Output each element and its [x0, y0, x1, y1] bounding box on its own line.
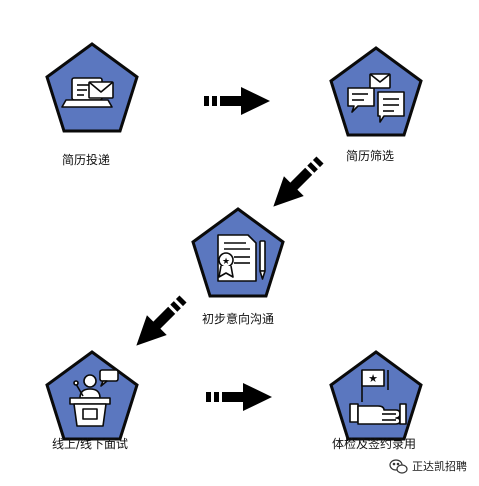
svg-text:★: ★ — [222, 257, 230, 267]
step-label: 线上/线下面试 — [52, 436, 128, 451]
step-medical-and-signing: ★ 体检及签约录用 — [329, 350, 423, 451]
pentagon-shape — [329, 350, 423, 441]
certificate-pen-icon: ★ — [217, 234, 266, 282]
watermark-text: 正达凯招聘 — [412, 459, 467, 473]
step-label: 初步意向沟通 — [202, 311, 274, 326]
laptop-mail-icon — [61, 77, 114, 108]
step-resume-screening: 简历筛选 — [329, 46, 423, 163]
step-label: 简历筛选 — [346, 148, 394, 163]
pentagon-shape — [329, 46, 423, 137]
chat-bubbles-icon — [347, 73, 405, 123]
step-resume-submission: 简历投递 — [45, 42, 139, 167]
wechat-logo-icon — [389, 459, 408, 474]
step-label: 简历投递 — [62, 152, 110, 167]
arrow-screening-to-communication — [273, 156, 324, 207]
step-label: 体检及签约录用 — [332, 436, 416, 451]
speaker-podium-icon — [69, 369, 119, 427]
arrow-interview-to-signing — [206, 383, 272, 411]
step-interview: 线上/线下面试 — [45, 350, 139, 451]
watermark: 正达凯招聘 — [389, 459, 467, 474]
arrow-communication-to-interview — [136, 295, 187, 346]
step-initial-communication: ★ 初步意向沟通 — [191, 207, 285, 326]
flag-handshake-icon: ★ — [349, 369, 407, 425]
arrow-resume-to-screening — [204, 87, 270, 115]
svg-text:★: ★ — [368, 372, 378, 385]
